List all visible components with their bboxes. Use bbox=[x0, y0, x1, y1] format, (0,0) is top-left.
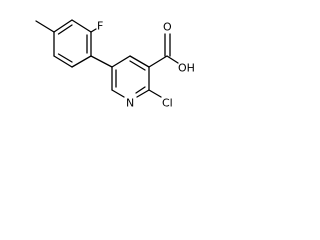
biaryl-bond bbox=[90, 55, 113, 68]
methyl-bond bbox=[35, 20, 55, 33]
carbonyl-oxygen-label: O bbox=[163, 21, 172, 34]
bond bbox=[53, 19, 73, 33]
pyridine-ring bbox=[111, 55, 150, 98]
double-bond bbox=[57, 53, 73, 63]
fluorine-bond bbox=[90, 28, 97, 33]
chlorine-bond bbox=[148, 89, 162, 98]
bond bbox=[111, 55, 131, 68]
hydroxyl-label: OH bbox=[178, 62, 195, 75]
double-bond bbox=[129, 60, 146, 71]
nitrogen-label: N bbox=[126, 97, 134, 110]
bond bbox=[71, 19, 92, 33]
bond bbox=[129, 55, 150, 68]
bond bbox=[71, 55, 92, 68]
double-bond bbox=[57, 24, 73, 35]
bond bbox=[136, 89, 150, 98]
double-bond bbox=[135, 86, 146, 94]
carboxyl-bond bbox=[148, 55, 168, 68]
hydroxyl-bond bbox=[166, 55, 179, 64]
bond bbox=[111, 89, 125, 98]
bond bbox=[53, 55, 73, 68]
fluorine-label: F bbox=[97, 20, 103, 33]
chemical-structure: F N Cl O OH bbox=[35, 19, 195, 110]
aryl-ring bbox=[53, 19, 92, 68]
chlorine-label: Cl bbox=[162, 97, 173, 110]
